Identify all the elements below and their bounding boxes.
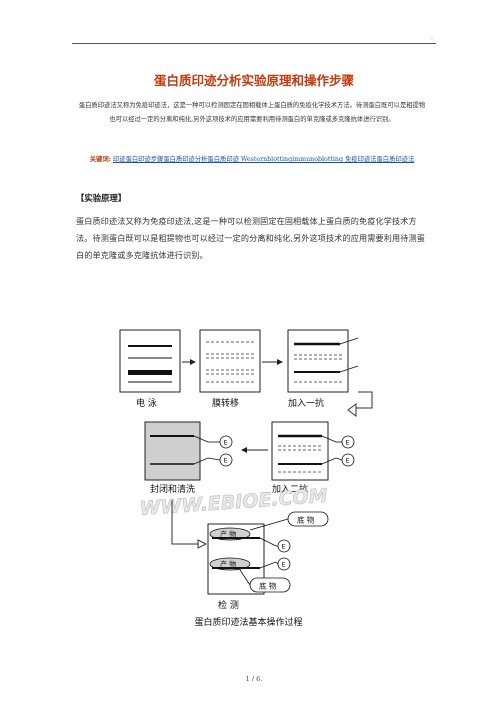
page-title: 蛋白质印迹分析实验原理和操作步骤 — [153, 73, 354, 88]
header-mark: . — [431, 34, 433, 41]
enzyme-label-2: E — [224, 457, 228, 465]
enzyme-label-5: E — [282, 543, 286, 551]
western-blot-diagram: 电 泳 膜转移 加入一抗 E E — [119, 329, 373, 611]
arrow-bend — [356, 391, 373, 409]
gel-panel — [119, 329, 181, 393]
enzyme-label-1: E — [224, 439, 228, 447]
label-product-bottom: 产 物 — [220, 560, 236, 569]
label-electrophoresis: 电 泳 — [136, 397, 157, 409]
header-rule — [72, 43, 436, 44]
detection-panel — [207, 511, 329, 595]
figure-caption: 蛋白质印迹法基本操作过程 — [194, 618, 303, 628]
enzyme-label-3: E — [346, 439, 350, 447]
membrane-panel — [199, 329, 261, 393]
label-product-top: 产 物 — [220, 530, 236, 539]
label-detection: 检 测 — [218, 599, 239, 611]
section-body: 蛋白质印迹法又称为免疫印迹法,这是一种可以检测固定在固相载体上蛋白质的免疫化学技… — [76, 216, 425, 260]
keywords-line: 关键词: 印迹蛋白印迹步骤蛋白质印迹分析蛋白质印迹 Westernblottin… — [76, 155, 428, 165]
label-transfer: 膜转移 — [212, 397, 239, 409]
label-primary-antibody: 加入一抗 — [288, 397, 324, 409]
label-secondary-antibody: 加入二抗 — [272, 483, 308, 495]
block-wash-panel — [144, 421, 233, 481]
enzyme-label-4: E — [346, 457, 350, 465]
label-block-wash: 封闭和清洗 — [150, 483, 195, 495]
abstract-text: 蛋白质印迹法又称为免疫印迹法，这是一种可以检测固定在固相载体上蛋白质的免疫化学技… — [78, 102, 426, 123]
label-substrate-top: 底 物 — [297, 515, 315, 525]
enzyme-label-6: E — [282, 561, 286, 569]
primary-antibody-panel — [287, 329, 359, 393]
label-substrate-bottom: 底 物 — [259, 581, 277, 591]
secondary-antibody-panel — [271, 421, 355, 481]
keywords-label: 关键词: — [89, 156, 111, 163]
section-heading: 【实验原理】 — [76, 193, 127, 203]
page-number: 1 / 6. — [245, 675, 263, 683]
keywords-links[interactable]: 印迹蛋白印迹步骤蛋白质印迹分析蛋白质印迹 Westernblottingimmu… — [112, 156, 415, 163]
